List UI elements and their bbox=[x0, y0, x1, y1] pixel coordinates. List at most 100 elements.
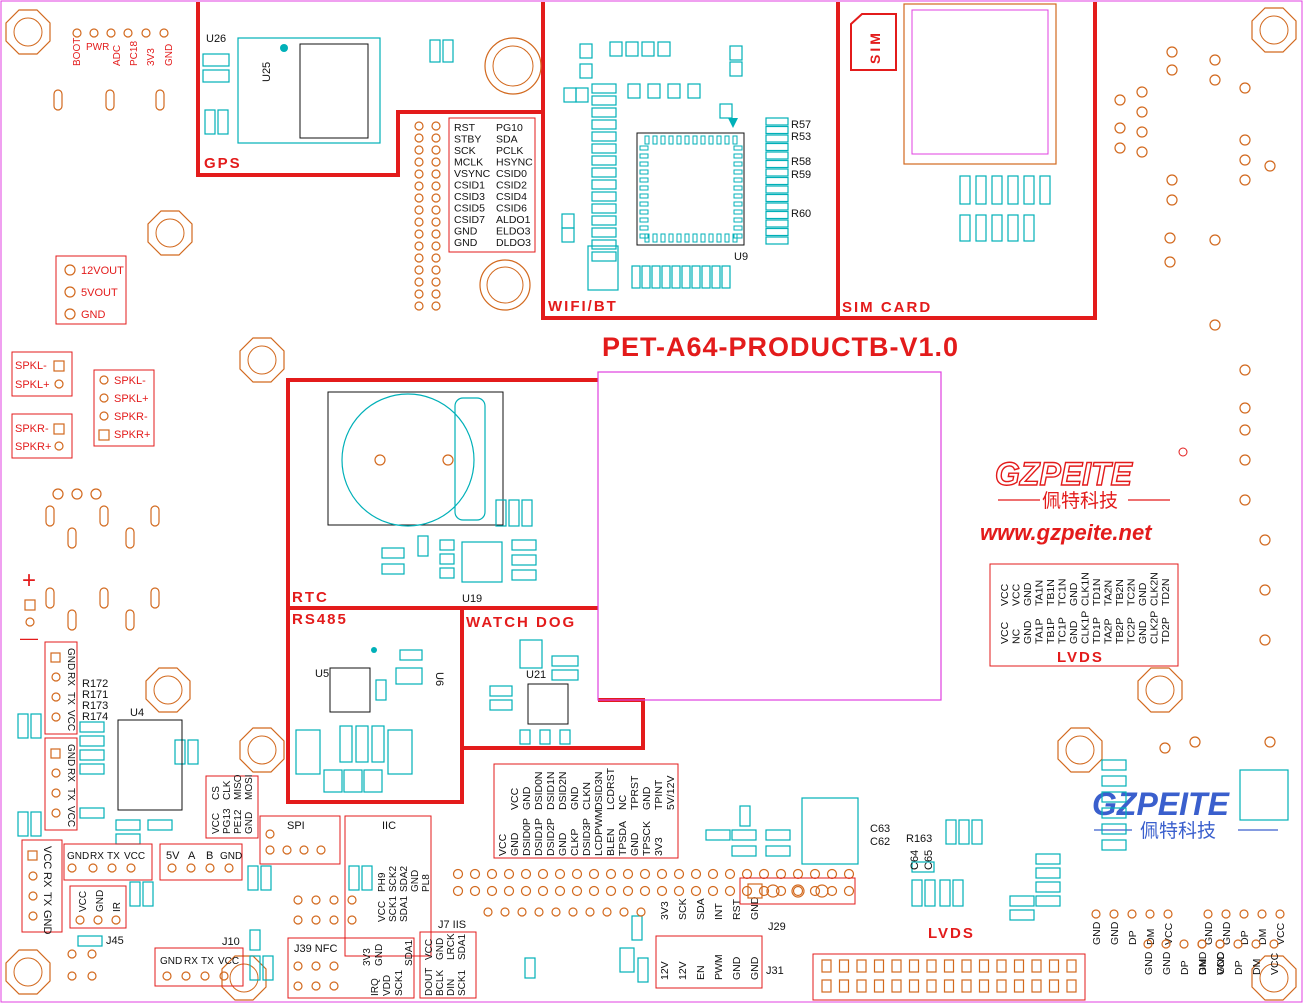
csi-right-9: ELDO3 bbox=[496, 226, 531, 238]
csi-pad bbox=[431, 205, 441, 215]
smd-part bbox=[765, 134, 789, 143]
mipi-pad bbox=[707, 868, 719, 880]
iic-ph9: PH9 bbox=[377, 872, 388, 892]
edge-pad bbox=[1166, 46, 1178, 58]
uart-h-1: RX bbox=[90, 851, 104, 862]
header-pad bbox=[517, 907, 527, 917]
r163-label: R163 bbox=[906, 833, 932, 845]
nfc-gnd: GND bbox=[374, 944, 385, 966]
spi-cs: CS bbox=[211, 786, 222, 800]
lvds-bot-6: GND bbox=[1068, 620, 1080, 644]
usb_d-pin-4: VCC bbox=[1269, 952, 1281, 975]
lvds-pad bbox=[838, 959, 850, 973]
u9-pin bbox=[708, 233, 714, 243]
csi-left-5: CSID1 bbox=[454, 180, 485, 192]
csi-right-1: SDA bbox=[496, 134, 518, 146]
lvds-pad bbox=[1013, 959, 1025, 973]
mipi-right-9: NC bbox=[617, 794, 629, 810]
edge-pad bbox=[1166, 64, 1178, 76]
uart-mid-0: GND bbox=[65, 744, 76, 766]
uart-left-1: RX bbox=[41, 872, 53, 888]
smd-part bbox=[765, 151, 789, 160]
uart-h2-0: GND bbox=[160, 956, 182, 967]
csi-pad bbox=[431, 229, 441, 239]
edge-pad bbox=[1159, 742, 1171, 754]
j29-pin-3: INT bbox=[713, 903, 725, 921]
header-pad bbox=[619, 907, 629, 917]
smd-part bbox=[631, 265, 641, 289]
edge-pad bbox=[1259, 584, 1271, 596]
mipi-pad bbox=[758, 868, 770, 880]
csi-left-8: CSID7 bbox=[454, 214, 485, 226]
j45-label: J45 bbox=[106, 935, 124, 947]
lvds-pad bbox=[856, 959, 867, 973]
usb_d-pin-1: GND bbox=[1215, 951, 1227, 975]
spi-iic-iis-nfc: VCC PG13 PE12 GND CS CLK MISO MOSI SPI I… bbox=[205, 774, 477, 999]
pwr-a: A bbox=[188, 850, 196, 862]
pc18-label: PC18 bbox=[129, 41, 140, 66]
mipi-pad bbox=[639, 868, 651, 880]
csi-pad bbox=[431, 277, 441, 287]
usb-pad bbox=[1233, 939, 1243, 949]
lvds-top-3: TA1N bbox=[1034, 580, 1046, 606]
pwr-b: B bbox=[206, 850, 213, 862]
smd-part bbox=[579, 63, 593, 79]
usb_b-pin-1: GND bbox=[1221, 921, 1233, 945]
usb-pad bbox=[1269, 939, 1279, 949]
mipi-right-2: DSID0N bbox=[533, 771, 545, 810]
lvds-pad bbox=[891, 979, 902, 993]
spk-group-0: SPKL- bbox=[114, 375, 146, 387]
j29-pin-4: RST bbox=[731, 898, 743, 920]
edge-pad bbox=[1239, 424, 1251, 436]
u9-pin bbox=[639, 185, 649, 191]
mipi-pad bbox=[690, 868, 702, 880]
csi-right-2: PCLK bbox=[496, 145, 523, 157]
mipi-right-12: TPINT bbox=[653, 779, 665, 810]
usb-pad bbox=[1215, 939, 1225, 949]
smd-part bbox=[591, 167, 617, 178]
smd-part bbox=[591, 95, 617, 106]
smd-part bbox=[765, 142, 789, 152]
uart-mid-1: RX bbox=[65, 768, 76, 782]
5vout-label: 5VOUT bbox=[81, 287, 118, 299]
smd-part bbox=[765, 185, 789, 194]
iic-vcc: VCC bbox=[377, 901, 388, 922]
usb-pad bbox=[1145, 909, 1155, 919]
pwr-5v: 5V bbox=[166, 850, 180, 862]
lvds-pad bbox=[996, 979, 1007, 993]
iis-sda1: SDA1 bbox=[457, 933, 468, 960]
usb-pad bbox=[1127, 909, 1137, 919]
mipi-right-1: GND bbox=[521, 786, 533, 810]
lvds-bot-11: TC2P bbox=[1126, 617, 1138, 644]
u9-pin bbox=[733, 153, 743, 159]
u9-pin bbox=[708, 135, 714, 145]
u9-pin bbox=[668, 135, 674, 145]
edge-pad bbox=[1136, 86, 1148, 98]
csi-pad bbox=[414, 229, 424, 239]
r173-label: R173 bbox=[82, 700, 108, 712]
lvds-top-5: TC1N bbox=[1057, 579, 1069, 606]
usb_a-pin-3: DM bbox=[1145, 929, 1157, 945]
lvds-pad bbox=[943, 979, 955, 993]
smd-part bbox=[661, 265, 671, 289]
lvds-bottom-header: LVDS bbox=[812, 925, 1086, 1001]
csi-pad bbox=[431, 121, 441, 131]
edge-pad bbox=[1209, 54, 1221, 66]
mipi-left-13: 3V3 bbox=[653, 837, 665, 856]
j31-pin-2: EN bbox=[695, 965, 707, 980]
watchdog-title: WATCH DOG bbox=[466, 614, 576, 631]
csi-pad bbox=[431, 145, 441, 155]
mipi-pad bbox=[758, 885, 770, 897]
header-pad bbox=[500, 907, 510, 917]
mipi-left-2: DSID0P bbox=[521, 818, 533, 856]
section-outlines bbox=[196, 2, 1097, 804]
power-out-box: 12VOUT 5VOUT GND bbox=[55, 255, 127, 325]
lvds-pad bbox=[1048, 959, 1060, 973]
edge-pad bbox=[1239, 134, 1251, 146]
usb-pad bbox=[1221, 909, 1231, 919]
u9-pin bbox=[639, 225, 649, 231]
lvds-pad bbox=[873, 959, 885, 973]
r53-label: R53 bbox=[791, 131, 811, 143]
edge-pad bbox=[1209, 319, 1221, 331]
